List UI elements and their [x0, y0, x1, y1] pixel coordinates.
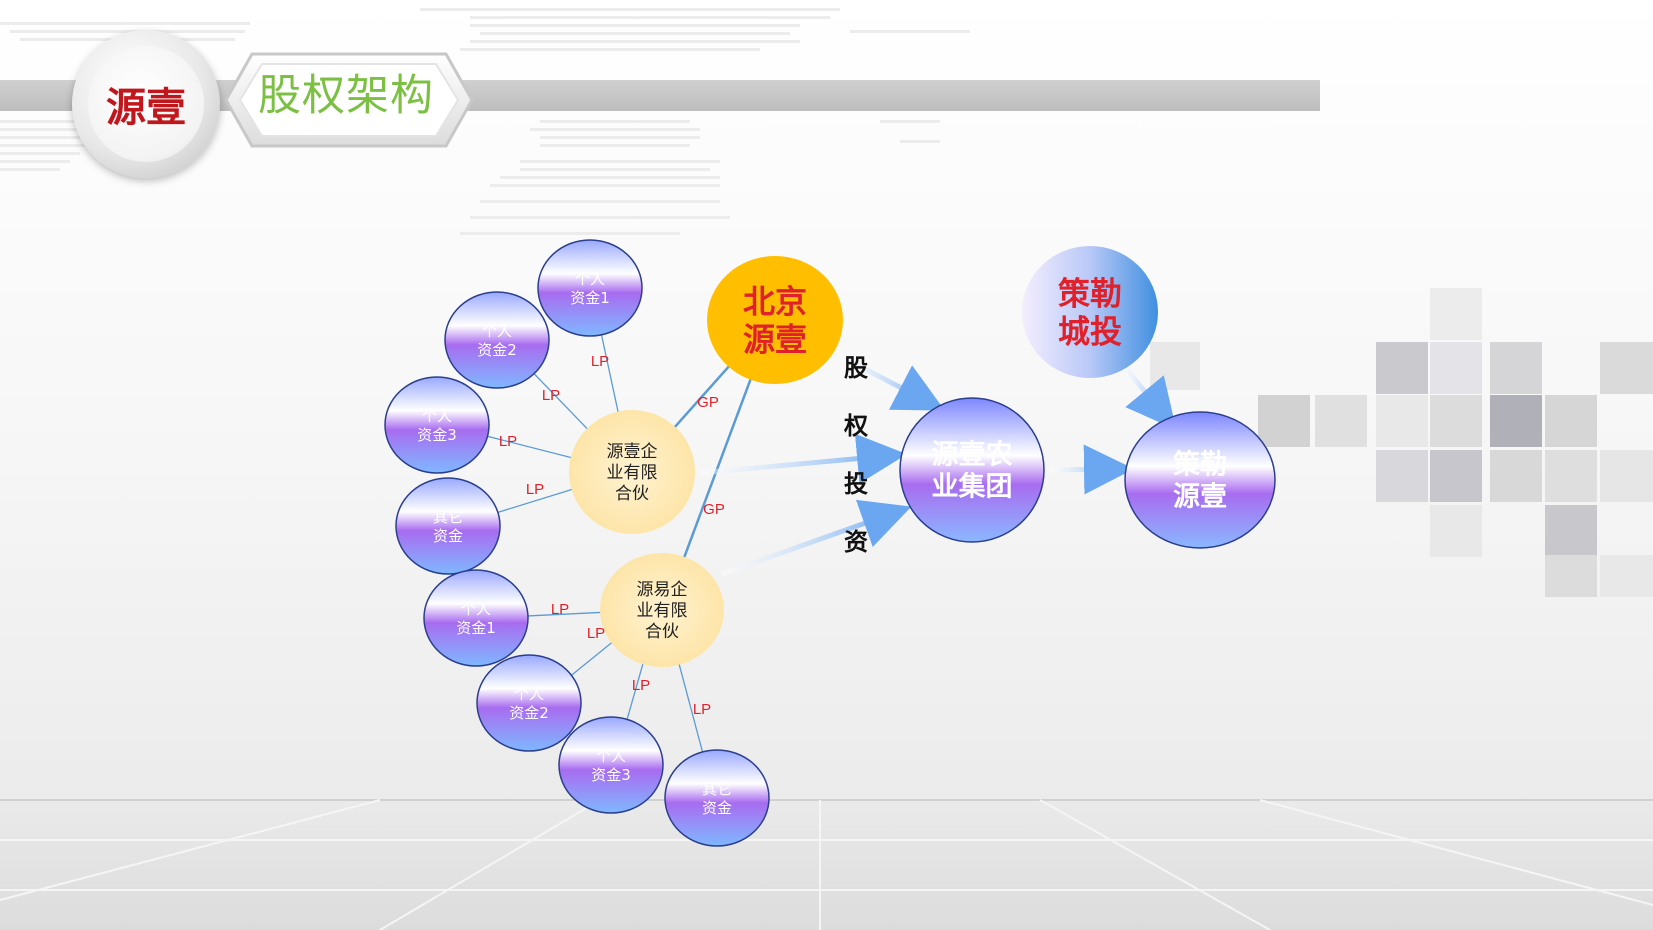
node-label: 个人资金2	[509, 685, 549, 722]
edge-b_other-yyi_partner	[677, 661, 704, 755]
edge-label-lp: LP	[542, 387, 560, 404]
node-circle	[569, 410, 695, 534]
node-label: 个人资金2	[477, 322, 517, 359]
edge-label-lp: LP	[632, 677, 650, 694]
edge-b_p3-yyi_partner	[625, 661, 645, 722]
node-a-other: 其它资金	[395, 477, 501, 575]
equity-investment-char: 投	[844, 470, 868, 498]
node-circle	[395, 477, 501, 575]
node-b-p3: 个人资金3	[558, 716, 664, 814]
node-circle	[1022, 246, 1158, 378]
node-group: 源壹农业集团	[899, 397, 1045, 543]
edges	[484, 332, 753, 755]
node-circle	[1124, 411, 1276, 549]
node-circle	[476, 654, 582, 752]
node-circle	[384, 376, 490, 474]
node-a-p2: 个人资金2	[444, 291, 550, 389]
node-label: 其它资金	[702, 780, 732, 817]
node-label: 源壹农业集团	[932, 440, 1013, 503]
edge-beijing-yyi_partner	[682, 376, 753, 560]
logo-text: 源壹	[106, 84, 186, 131]
edge-labels: LP LP LP LP GP GP LP LP LP LP	[499, 353, 725, 718]
node-label: 个人资金3	[591, 747, 631, 784]
node-circle	[537, 239, 643, 337]
node-yyi-partner: 源易企业有限合伙	[600, 553, 724, 667]
node-circle	[423, 569, 529, 667]
logo-badge: 源壹	[88, 46, 204, 162]
investment-arrow	[838, 353, 945, 411]
equity-investment-char: 资	[844, 528, 868, 556]
edge-label-gp: GP	[703, 501, 725, 518]
decor-squares	[1150, 288, 1653, 597]
node-yy-partner: 源壹企业有限合伙	[569, 410, 695, 534]
node-celeno-ct: 策勒城投	[1022, 246, 1158, 378]
node-circle	[664, 749, 770, 847]
node-circle	[899, 397, 1045, 543]
edge-label-lp: LP	[587, 625, 605, 642]
node-label: 北京源壹	[743, 283, 807, 359]
edge-label-lp: LP	[591, 353, 609, 370]
node-label: 个人资金1	[570, 270, 610, 307]
node-label: 个人资金3	[417, 407, 457, 444]
equity-investment-char: 股	[844, 354, 868, 382]
node-celeno-yy: 策勒源壹	[1124, 411, 1276, 549]
investment-arrow	[1049, 444, 1134, 495]
edge-a_p1-yy_partner	[600, 332, 620, 415]
edge-label-lp: LP	[499, 433, 517, 450]
edge-b_p1-yyi_partner	[525, 611, 604, 617]
title-hexagon	[224, 52, 474, 148]
investment-arrow	[1120, 362, 1177, 430]
node-circle	[707, 256, 843, 384]
equity-investment-char: 权	[843, 412, 868, 440]
edge-a_p2-yy_partner	[531, 371, 590, 432]
node-label: 策勒源壹	[1173, 449, 1227, 513]
node-circle	[558, 716, 664, 814]
header-bar	[0, 80, 1320, 111]
node-b-p2: 个人资金2	[476, 654, 582, 752]
edge-label-lp: LP	[526, 481, 544, 498]
edge-a_p3-yy_partner	[484, 435, 574, 459]
node-b-p1: 个人资金1	[423, 569, 529, 667]
edge-beijing-yy_partner	[672, 363, 732, 430]
floor	[0, 799, 1653, 930]
node-label: 策勒城投	[1058, 275, 1122, 351]
node-b-other: 其它资金	[664, 749, 770, 847]
node-label: 源易企业有限合伙	[637, 580, 688, 642]
edge-label-lp: LP	[693, 701, 711, 718]
node-label: 源壹企业有限合伙	[607, 442, 658, 504]
node-label: 其它资金	[433, 508, 463, 545]
edge-label-lp: LP	[551, 601, 569, 618]
node-circle	[600, 553, 724, 667]
node-a-p3: 个人资金3	[384, 376, 490, 474]
node-a-p1: 个人资金1	[537, 239, 643, 337]
edge-label-gp: GP	[697, 394, 719, 411]
page-title: 股权架构	[258, 71, 434, 121]
investment-arrow	[699, 433, 907, 484]
node-label: 个人资金1	[456, 600, 496, 637]
investment-arrows	[699, 353, 1177, 577]
node-circle	[444, 291, 550, 389]
node-beijing: 北京源壹	[707, 256, 843, 384]
edge-a_other-yy_partner	[495, 487, 575, 514]
investment-arrow	[721, 499, 912, 577]
edge-b_p2-yyi_partner	[569, 640, 615, 678]
